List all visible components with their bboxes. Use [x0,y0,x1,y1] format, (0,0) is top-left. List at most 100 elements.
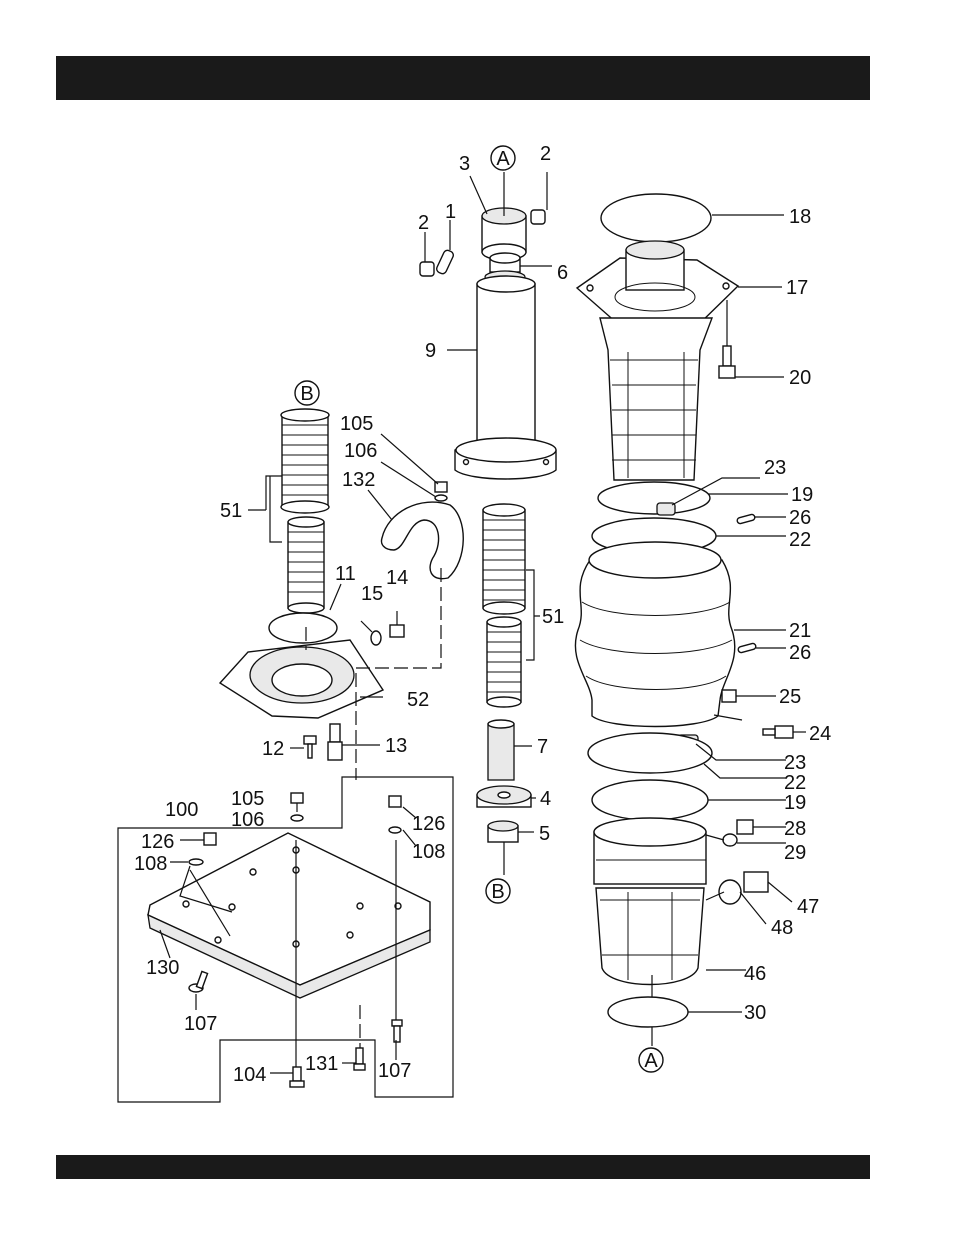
ref-circle-a-top: A [491,146,515,170]
spring-upper-left [281,409,329,513]
callout-108-left: 108 [134,853,167,875]
o-ring-18 [601,194,711,242]
callout-48: 48 [771,917,793,939]
pin-26-upper [737,514,756,524]
washer-106-upper [435,495,447,501]
callout-5: 5 [539,823,550,845]
nut-105-lower [291,793,303,803]
washer-108-right [389,827,401,833]
cap-2-right [531,210,545,224]
callout-21: 21 [789,620,811,642]
callout-13: 13 [385,735,407,757]
washer-106-lower [291,815,303,821]
callout-25: 25 [779,686,801,708]
callout-29: 29 [784,842,806,864]
bolt-12 [304,736,316,758]
callout-106-upper: 106 [344,440,377,462]
svg-text:A: A [496,148,510,170]
guide-tube-9 [455,276,556,479]
bolt-107-right [392,1020,402,1042]
callout-51-center: 51 [542,606,564,628]
washer-108-left [189,859,203,865]
nut-126-right [389,796,401,807]
bolt-14 [390,625,404,637]
callout-131: 131 [305,1053,338,1075]
callout-20: 20 [789,367,811,389]
callout-130: 130 [146,957,179,979]
bolt-104 [290,1067,304,1087]
callout-106-lower: 106 [231,809,264,831]
callout-30: 30 [744,1002,766,1024]
callout-24: 24 [809,723,831,745]
svg-text:B: B [300,383,313,405]
ref-circle-b-top: B [295,381,319,405]
nut-5 [488,821,518,842]
bolt-131 [354,1048,365,1070]
svg-text:A: A [644,1050,658,1072]
callout-1: 1 [445,201,456,223]
spring-lower-center [487,617,521,707]
callout-23-lower: 23 [784,752,806,774]
callout-51-left: 51 [220,500,242,522]
o-ring-30 [608,997,688,1027]
callout-23-upper: 23 [764,457,786,479]
callout-132: 132 [342,469,375,491]
callout-126-left: 126 [141,831,174,853]
bolt-20 [719,346,735,378]
nut-25 [722,690,736,702]
callout-22-lower: 22 [784,772,806,794]
plug-47 [744,872,768,892]
callout-22-upper: 22 [789,529,811,551]
callout-105-upper: 105 [340,413,373,435]
callout-26-upper: 26 [789,507,811,529]
ring-19-upper [598,482,710,514]
shoe-plate-130 [148,833,430,998]
callout-2-left: 2 [418,212,429,234]
cap-2-left [420,262,434,276]
callout-4: 4 [540,788,551,810]
callout-12: 12 [262,738,284,760]
callout-104: 104 [233,1064,266,1086]
svg-text:B: B [491,881,504,903]
bolt-24 [763,726,793,738]
callout-107-right: 107 [378,1060,411,1082]
callout-28: 28 [784,818,806,840]
ring-19-lower [592,780,708,820]
plug-28 [737,820,753,834]
callout-14: 14 [386,567,408,589]
callout-11: 11 [335,563,356,585]
bellows-21 [575,542,734,727]
callout-17: 17 [786,277,808,299]
callout-9: 9 [425,340,436,362]
callout-15: 15 [361,583,383,605]
sleeve-7 [488,720,514,780]
spring-lower-left [288,517,324,613]
callout-3: 3 [459,153,470,175]
callout-100: 100 [165,799,198,821]
ring-11 [269,613,337,643]
band-22-lower [588,733,712,773]
flange-housing-17 [577,241,738,328]
callout-26-lower: 26 [789,642,811,664]
callout-7: 7 [537,736,548,758]
pin-26-lower [738,643,757,653]
callout-126-right: 126 [412,813,445,835]
damper-disk-4 [477,786,531,807]
housing-46 [594,818,706,985]
callout-19-upper: 19 [791,484,813,506]
callout-107-left: 107 [184,1013,217,1035]
callout-52: 52 [407,689,429,711]
bolt-107-left [189,971,208,992]
callout-47: 47 [797,896,819,918]
callout-2-right: 2 [540,143,551,165]
callout-18: 18 [789,206,811,228]
callout-105-lower: 105 [231,788,264,810]
bolt-13 [328,724,342,760]
nut-126-left [204,833,216,845]
pin-1 [435,249,454,275]
callout-19-lower: 19 [784,792,806,814]
cage-body [600,318,712,480]
washer-29 [723,834,737,846]
ref-circle-b-bottom: B [486,879,510,903]
